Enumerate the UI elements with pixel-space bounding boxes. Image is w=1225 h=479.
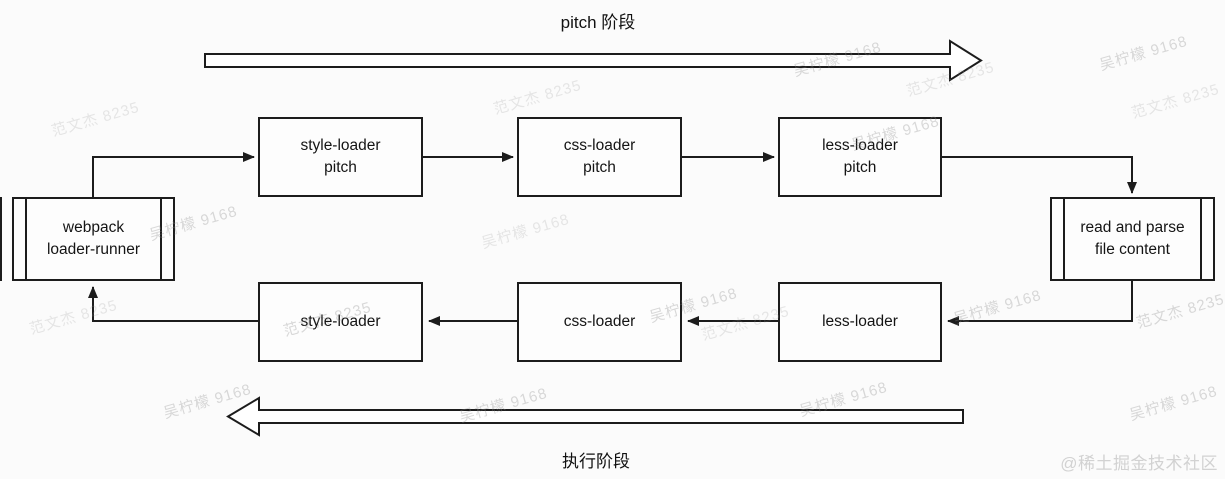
node-less-loader-pitch: less-loader pitch [778,117,942,197]
edge-less-pitch-to-reader [942,156,1137,194]
edge-style-to-runner [88,286,258,322]
pitch-phase-label: pitch 阶段 [560,13,636,32]
execution-phase-label: 执行阶段 [562,452,630,471]
node-webpack-loader-runner: webpack loader-runner [12,197,175,281]
node-style-loader-pitch: style-loader pitch [258,117,423,197]
left-edge-line [0,197,2,281]
node-read-and-parse: read and parse file content [1050,197,1215,281]
juejin-credit: @稀土掘金技术社区 [1060,454,1218,473]
edge-reader-to-less [947,281,1133,326]
edge-runner-to-style-pitch [92,152,255,197]
execution-phase-arrow [226,396,964,437]
node-style-loader: style-loader [258,282,423,362]
pitch-phase-arrow [204,39,983,82]
node-css-loader: css-loader [517,282,682,362]
node-css-loader-pitch: css-loader pitch [517,117,682,197]
node-less-loader: less-loader [778,282,942,362]
